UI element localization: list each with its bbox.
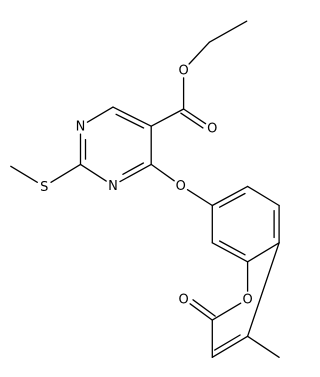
- bond-second-c_carbonyl-o_carbonyl: [180, 112, 204, 129]
- bond-c_ch2_ethyl-o_ester: [188, 41, 211, 65]
- bond-c5-c6: [112, 106, 152, 127]
- molecule-structure: O O N N S O O O: [10, 20, 280, 358]
- bond-c3b-c4b: [211, 335, 249, 358]
- bond-inner-c3b-c4b: [214, 334, 241, 351]
- bond-c_carbonyl-o_carbonyl: [182, 108, 207, 125]
- bond-inner-n3-c4: [122, 162, 145, 175]
- bond-c2-s: [50, 163, 82, 183]
- bond-c4-o_ether: [150, 163, 175, 182]
- atom-label-n3: N: [108, 179, 118, 194]
- bond-c_carbonyl-c5: [150, 108, 185, 127]
- bond-o1-c2b: [211, 302, 242, 321]
- bond-c4a-c8a: [246, 242, 280, 263]
- bond-c7-c6b: [211, 185, 249, 207]
- bond-c8a-c8: [211, 242, 249, 263]
- atom-label-o_carbonyl: O: [207, 122, 217, 137]
- bond-c4b-c4a: [246, 242, 280, 337]
- bond-o_ether-c7: [186, 189, 213, 207]
- atom-label-o_lactone: O: [178, 293, 188, 308]
- bond-inner-c7-c6b: [218, 192, 246, 208]
- bond-s-c_smethyl: [10, 165, 38, 183]
- atom-label-o_ether: O: [176, 179, 186, 194]
- atom-label-n1: N: [76, 120, 86, 135]
- bond-c2-n3: [79, 163, 107, 182]
- bond-inner-c5-c6: [115, 113, 145, 129]
- bond-inner-c8a-c8: [218, 240, 246, 256]
- atom-label-layer: O O N N S O O O: [40, 63, 253, 307]
- bond-second-c2b-o_lactone: [192, 299, 216, 317]
- bond-c2b-o_lactone: [189, 303, 213, 321]
- bond-c_ch3_ethyl-c_ch2_ethyl: [208, 20, 248, 43]
- atom-label-o_ester: O: [178, 63, 188, 78]
- bond-layer: [10, 20, 280, 358]
- bond-c6b-c5b: [246, 185, 280, 207]
- atom-label-o1: O: [242, 293, 252, 308]
- bond-c4b-c_methyl4: [246, 335, 280, 358]
- bond-c6-n1: [86, 106, 114, 123]
- bond-n3-c4: [119, 163, 152, 183]
- atom-label-s: S: [40, 180, 48, 195]
